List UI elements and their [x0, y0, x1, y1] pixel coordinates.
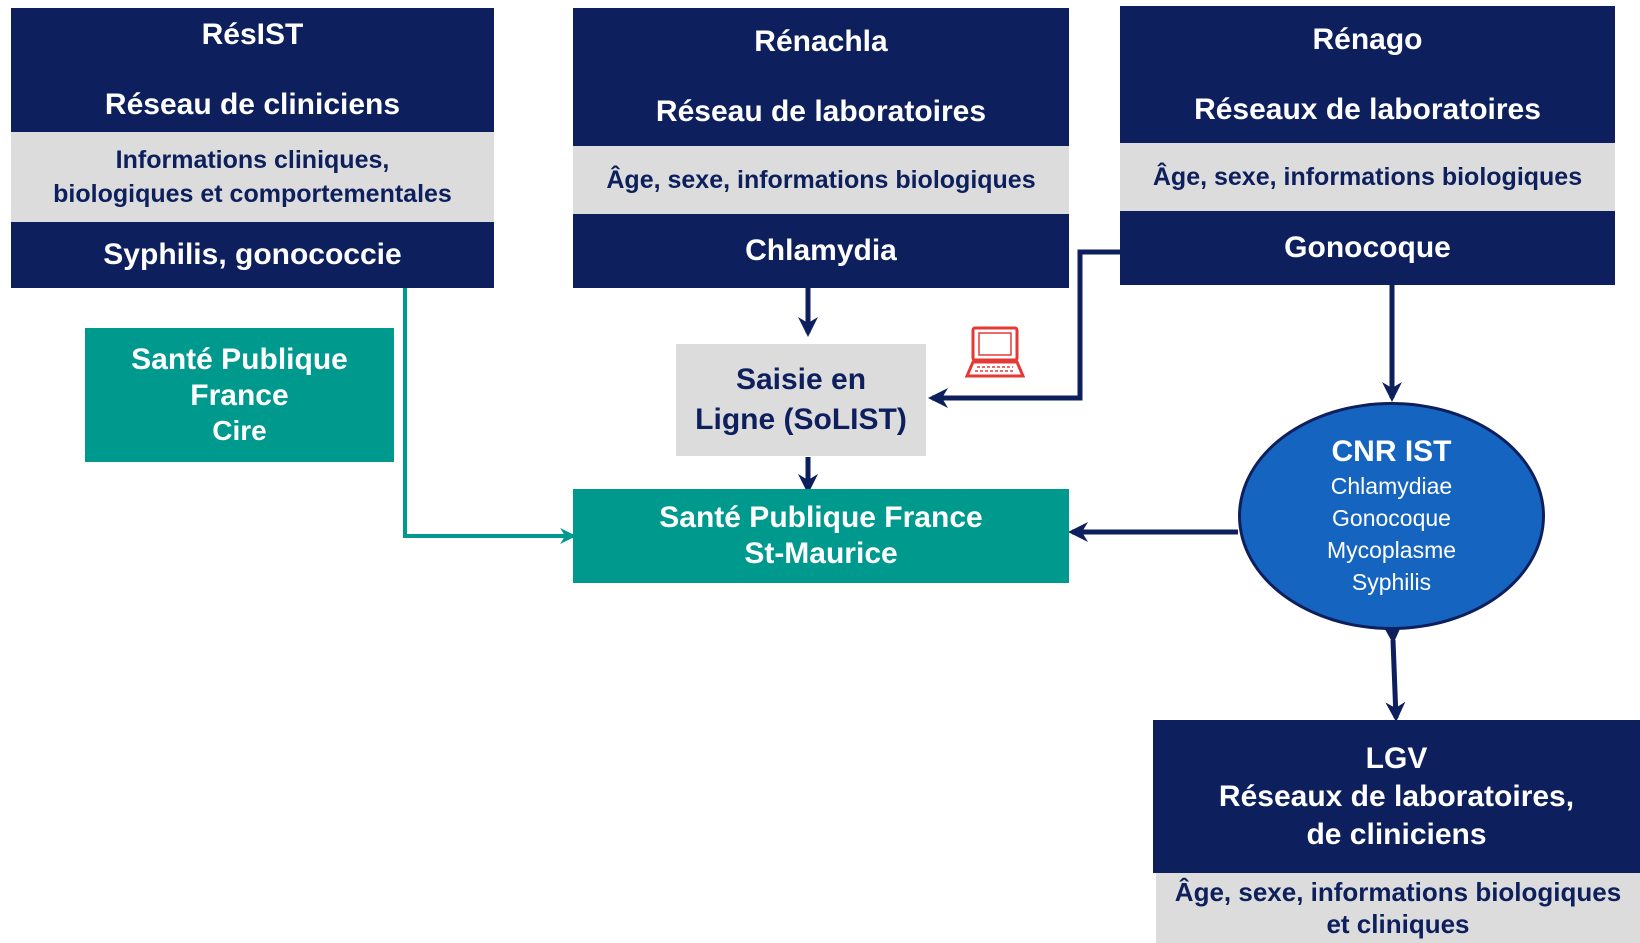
cnr-item: Gonocoque	[1332, 505, 1451, 531]
cnr-item: Syphilis	[1351, 569, 1432, 595]
resist-info-line2: biologiques et comportementales	[53, 180, 452, 208]
spf-cire-line1: Santé Publique	[131, 343, 348, 376]
lgv-header: LGV Réseaux de laboratoires, de clinicie…	[1153, 720, 1640, 873]
renachla-subtitle: Réseau de laboratoires	[655, 95, 987, 128]
spf-stmaurice-box: Santé Publique France St-Maurice	[573, 489, 1069, 583]
cnr-title: CNR IST	[1331, 435, 1452, 468]
lgv-line1: LGV	[1365, 741, 1428, 775]
renachla-disease: Chlamydia	[573, 214, 1069, 288]
renachla-disease-label: Chlamydia	[745, 234, 897, 267]
resist-info: Informations cliniques, biologiques et c…	[11, 132, 494, 222]
cnr-item: Chlamydiae	[1330, 473, 1453, 499]
saisie-line1: Saisie en	[735, 363, 867, 396]
spf-cire-line3: Cire	[212, 415, 267, 446]
saisie-line2: Ligne (SoLIST)	[695, 403, 907, 436]
resist-subtitle: Réseau de cliniciens	[104, 88, 401, 121]
resist-header: RésIST Réseau de cliniciens	[11, 8, 494, 132]
cnr-ist-node: CNR IST Chlamydiae Gonocoque Mycoplasme …	[1238, 402, 1545, 630]
laptop-icon	[965, 326, 1025, 378]
arrow-gonocoque-to-saisie	[928, 249, 1120, 408]
lgv-info-line2: et cliniques	[1326, 909, 1470, 939]
resist-diseases: Syphilis, gonococcie	[11, 222, 494, 288]
spf-cire-box: Santé Publique France Cire	[85, 328, 394, 462]
renago-title: Rénago	[1312, 22, 1423, 56]
lgv-line3: de cliniciens	[1306, 817, 1487, 851]
arrow-cnr-lgv	[1382, 623, 1406, 722]
resist-title: RésIST	[201, 18, 304, 51]
resist-diseases-label: Syphilis, gonococcie	[103, 238, 402, 271]
lgv-info-line1: Âge, sexe, informations biologiques	[1174, 877, 1622, 907]
renachla-info-label: Âge, sexe, informations biologiques	[606, 166, 1036, 194]
arrow-resist-to-spf	[403, 287, 577, 544]
renago-disease: Gonocoque	[1120, 211, 1615, 285]
renago-disease-label: Gonocoque	[1284, 231, 1451, 264]
cnr-item: Mycoplasme	[1326, 537, 1457, 563]
renago-info: Âge, sexe, informations biologiques	[1120, 143, 1615, 211]
renachla-info: Âge, sexe, informations biologiques	[573, 146, 1069, 214]
renachla-header: Rénachla Réseau de laboratoires	[573, 8, 1069, 146]
saisie-box: Saisie en Ligne (SoLIST)	[676, 344, 926, 456]
lgv-info: Âge, sexe, informations biologiques et c…	[1156, 873, 1640, 943]
spf-cire-line2: France	[190, 379, 289, 412]
spf-stmaurice-line1: Santé Publique France	[659, 501, 983, 534]
lgv-line2: Réseaux de laboratoires,	[1218, 779, 1575, 813]
renago-subtitle: Réseaux de laboratoires	[1194, 92, 1541, 126]
renago-header: Rénago Réseaux de laboratoires	[1120, 6, 1615, 143]
spf-stmaurice-line2: St-Maurice	[744, 537, 898, 570]
renachla-title: Rénachla	[754, 25, 888, 58]
renago-info-label: Âge, sexe, informations biologiques	[1152, 163, 1583, 191]
resist-info-line1: Informations cliniques,	[115, 146, 390, 174]
